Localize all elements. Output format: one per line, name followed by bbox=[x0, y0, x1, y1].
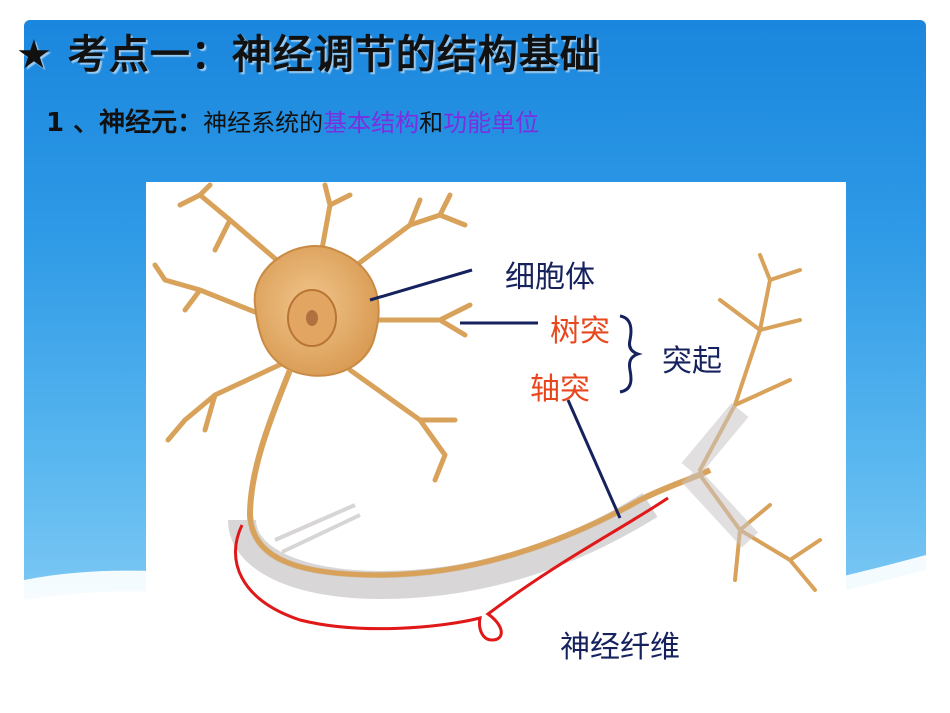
label-nerve-fiber: 神经纤维 bbox=[560, 630, 680, 665]
subtitle-prefix: 1 、神经元： bbox=[46, 108, 204, 138]
label-dendrite: 树突 bbox=[550, 314, 610, 349]
label-process: 突起 bbox=[662, 344, 722, 379]
myelin-sheath-shape bbox=[228, 493, 658, 600]
label-axon: 轴突 bbox=[530, 372, 590, 407]
subtitle-highlight-2: 功能单位 bbox=[443, 109, 540, 137]
axon-shape bbox=[246, 368, 712, 579]
slide-title: ★ 考点一：神经调节的结构基础 bbox=[16, 32, 601, 78]
label-cell-body: 细胞体 bbox=[505, 260, 595, 295]
axon-pointer bbox=[566, 399, 622, 519]
subtitle: 1 、神经元：神经系统的基本结构和功能单位 bbox=[46, 102, 539, 139]
subtitle-highlight-1: 基本结构 bbox=[323, 109, 420, 137]
nerve-fiber-annotation bbox=[234, 496, 669, 642]
nucleolus-shape bbox=[306, 310, 318, 326]
subtitle-text-2: 和 bbox=[419, 109, 444, 137]
cell-body-pointer bbox=[369, 268, 473, 302]
subtitle-text-1: 神经系统的 bbox=[203, 109, 324, 137]
dendrites bbox=[152, 182, 473, 483]
process-brace bbox=[619, 314, 643, 394]
